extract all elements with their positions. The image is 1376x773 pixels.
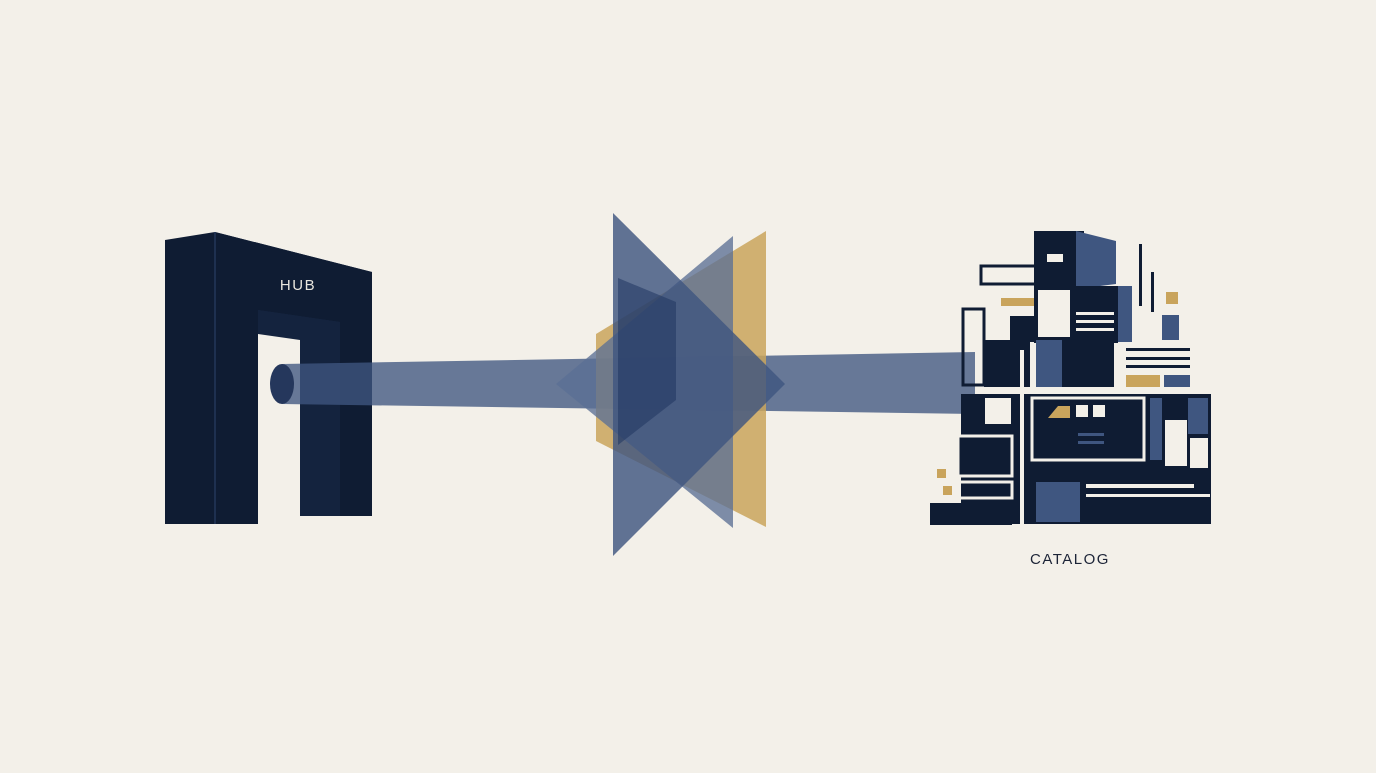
catalog-label: CATALOG bbox=[1030, 551, 1110, 568]
hub-label: HUB bbox=[279, 277, 317, 294]
hub-archway-icon bbox=[165, 232, 372, 524]
prism-shape bbox=[556, 213, 785, 556]
catalog-blocks-icon bbox=[930, 231, 1211, 525]
